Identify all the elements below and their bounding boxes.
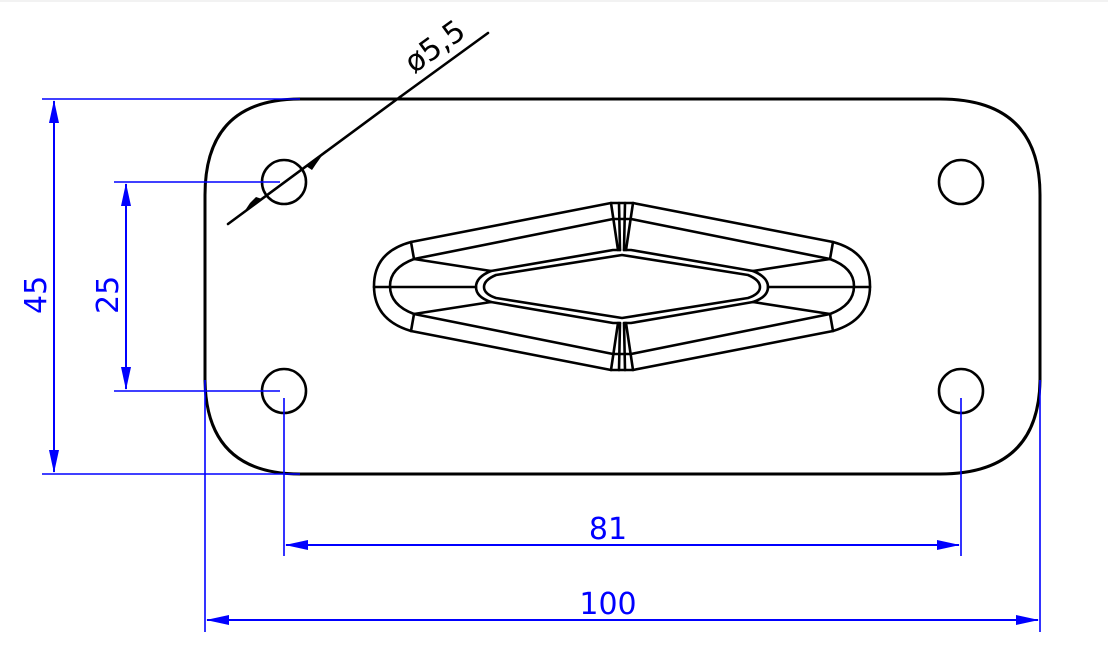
dimension-hole-vertical-spacing: 25	[91, 181, 280, 392]
overall-height-label: 45	[19, 276, 54, 314]
hole-top-right	[937, 158, 985, 206]
dimension-overall-width: 100	[204, 380, 1041, 632]
plate-outline	[203, 97, 1042, 476]
diameter-callout: ø5,5	[226, 13, 490, 226]
hole-horizontal-spacing-label: 81	[589, 512, 627, 547]
dimension-overall-height: 45	[19, 98, 300, 475]
overall-width-label: 100	[579, 587, 636, 622]
viewport-top-border	[0, 0, 1108, 2]
leader-arrowhead-upper	[306, 150, 326, 170]
leader-arrowhead-lower	[242, 197, 262, 215]
mounting-holes	[260, 158, 985, 415]
hole-vertical-spacing-label: 25	[91, 276, 126, 314]
dimension-hole-horizontal-spacing: 81	[283, 398, 962, 556]
center-slot	[372, 201, 872, 372]
